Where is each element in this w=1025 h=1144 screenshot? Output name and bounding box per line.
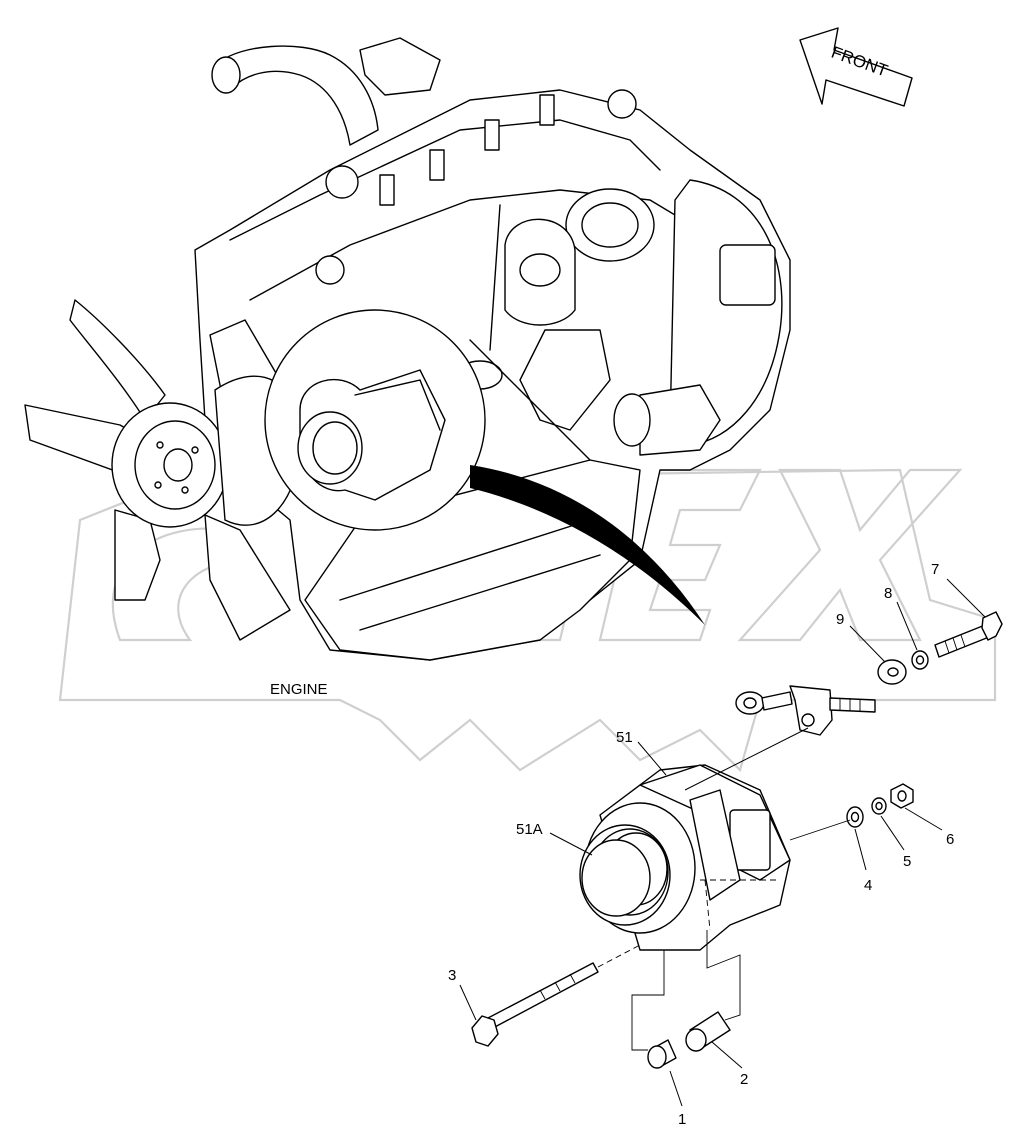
engine-illustration [194,37,791,661]
part-label-51: 51 [616,729,633,746]
part-label-2: 2 [740,1071,748,1088]
bolt-7 [934,611,1003,658]
part-label-8: 8 [884,585,892,602]
front-arrow: FRONT [799,27,913,107]
part-label-5: 5 [903,853,911,870]
part-label-3: 3 [448,967,456,984]
part-labels: 1 2 3 4 5 6 7 8 9 51 51A [448,561,954,1128]
washer-9 [877,659,907,685]
turbocharger [504,188,655,431]
part-label-6: 6 [946,831,954,848]
injector-row [315,89,637,285]
bolt-3 [471,944,641,1047]
engine-label: ENGINE [270,681,328,698]
washer-4 [846,806,864,828]
part-label-1: 1 [678,1111,686,1128]
adjust-link [735,685,876,736]
cooling-fan [24,299,301,641]
nut-6 [890,783,914,809]
pulley-51a [579,824,671,926]
part-label-9: 9 [836,611,844,628]
spacer-1 [647,1039,677,1069]
alternator-51 [579,764,791,951]
lock-washer-5 [871,797,887,815]
lock-washer-8 [911,650,929,670]
part-label-4: 4 [864,877,872,894]
part-label-7: 7 [931,561,939,578]
leader-lines [459,578,986,1107]
detail-zoom-circle [264,309,705,625]
spacer-2 [685,1011,731,1052]
part-label-51a: 51A [516,821,543,838]
